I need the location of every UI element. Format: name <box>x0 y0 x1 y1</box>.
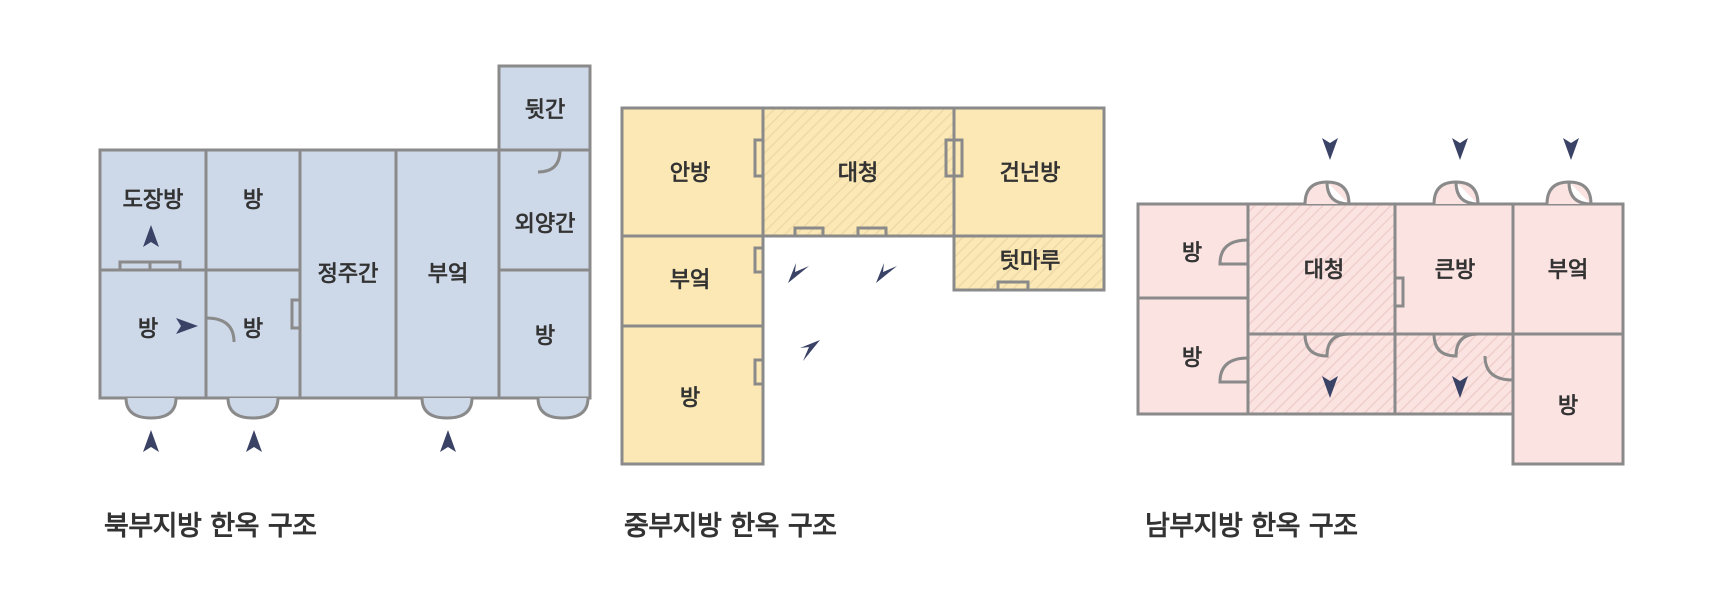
room-label-bang: 방 <box>243 188 263 213</box>
room-label-bang: 방 <box>1182 241 1202 266</box>
south-keunbang <box>1393 202 1515 336</box>
room-label-bang: 방 <box>138 317 158 342</box>
south-bang-bottom-right <box>1511 332 1625 466</box>
south-bueok <box>1511 202 1625 336</box>
north-room-labels: 도장방 방 방 방 정주간 부엌 뒷간 외양간 방 <box>123 98 576 349</box>
arrow-down-icon <box>1452 376 1468 398</box>
north-floor-plan <box>98 64 592 420</box>
room-label-jeongjugan: 정주간 <box>318 262 379 287</box>
arrow-down-icon <box>1452 138 1468 160</box>
arrow-icon <box>876 263 897 283</box>
room-label-teonmaru: 텃마루 <box>1000 249 1061 274</box>
north-main-body <box>98 148 592 400</box>
room-label-dwitgan: 뒷간 <box>525 98 565 123</box>
room-label-bang: 방 <box>1182 346 1202 371</box>
room-label-oeyanggan: 외양간 <box>515 212 576 237</box>
room-label-bang: 방 <box>243 317 263 342</box>
arrow-icon <box>800 340 820 361</box>
north-arrows <box>143 225 456 452</box>
room-label-bueok: 부엌 <box>1548 258 1588 283</box>
central-arrows <box>788 263 897 361</box>
south-room-labels: 방 방 대청 큰방 부엌 방 <box>1182 241 1588 419</box>
south-bang-top-left <box>1136 202 1250 300</box>
arrow-up-icon <box>246 430 262 452</box>
south-daecheong-lower <box>1246 332 1397 416</box>
central-anbang <box>620 106 765 238</box>
room-label-anbang: 안방 <box>670 161 710 186</box>
central-geonneonbang <box>952 106 1106 238</box>
arrow-up-icon <box>440 430 456 452</box>
south-caption: 남부지방 한옥 구조 <box>1145 511 1358 542</box>
room-label-keunbang: 큰방 <box>1435 258 1475 283</box>
central-floor-plan <box>620 106 1106 466</box>
room-label-daecheong: 대청 <box>1304 258 1344 283</box>
arrow-right-icon <box>176 318 198 334</box>
south-keunbang-lower <box>1393 332 1515 416</box>
south-arrows <box>1322 138 1579 398</box>
room-label-bueok: 부엌 <box>670 268 710 293</box>
room-label-bang: 방 <box>1558 394 1578 419</box>
arrow-up-icon <box>143 430 159 452</box>
north-dwitgan-room <box>497 64 592 152</box>
room-label-bang: 방 <box>680 386 700 411</box>
central-caption: 중부지방 한옥 구조 <box>624 511 837 542</box>
room-label-dojangbang: 도장방 <box>123 188 184 213</box>
room-label-bang: 방 <box>535 324 555 349</box>
central-bang <box>620 324 765 466</box>
central-room-labels: 안방 대청 건넌방 텃마루 부엌 방 <box>670 161 1061 411</box>
arrow-icon <box>788 263 809 283</box>
south-bang-bottom-left <box>1136 296 1250 416</box>
room-label-daecheong: 대청 <box>838 161 878 186</box>
arrow-down-icon <box>1563 138 1579 160</box>
central-bueok <box>620 234 765 328</box>
north-caption: 북부지방 한옥 구조 <box>104 511 317 542</box>
room-label-bueok: 부엌 <box>428 262 468 287</box>
room-label-geonneonbang: 건넌방 <box>1000 161 1061 186</box>
arrow-down-icon <box>1322 138 1338 160</box>
arrow-down-icon <box>1322 376 1338 398</box>
arrow-up-icon <box>143 225 159 247</box>
south-floor-plan <box>1136 180 1625 466</box>
